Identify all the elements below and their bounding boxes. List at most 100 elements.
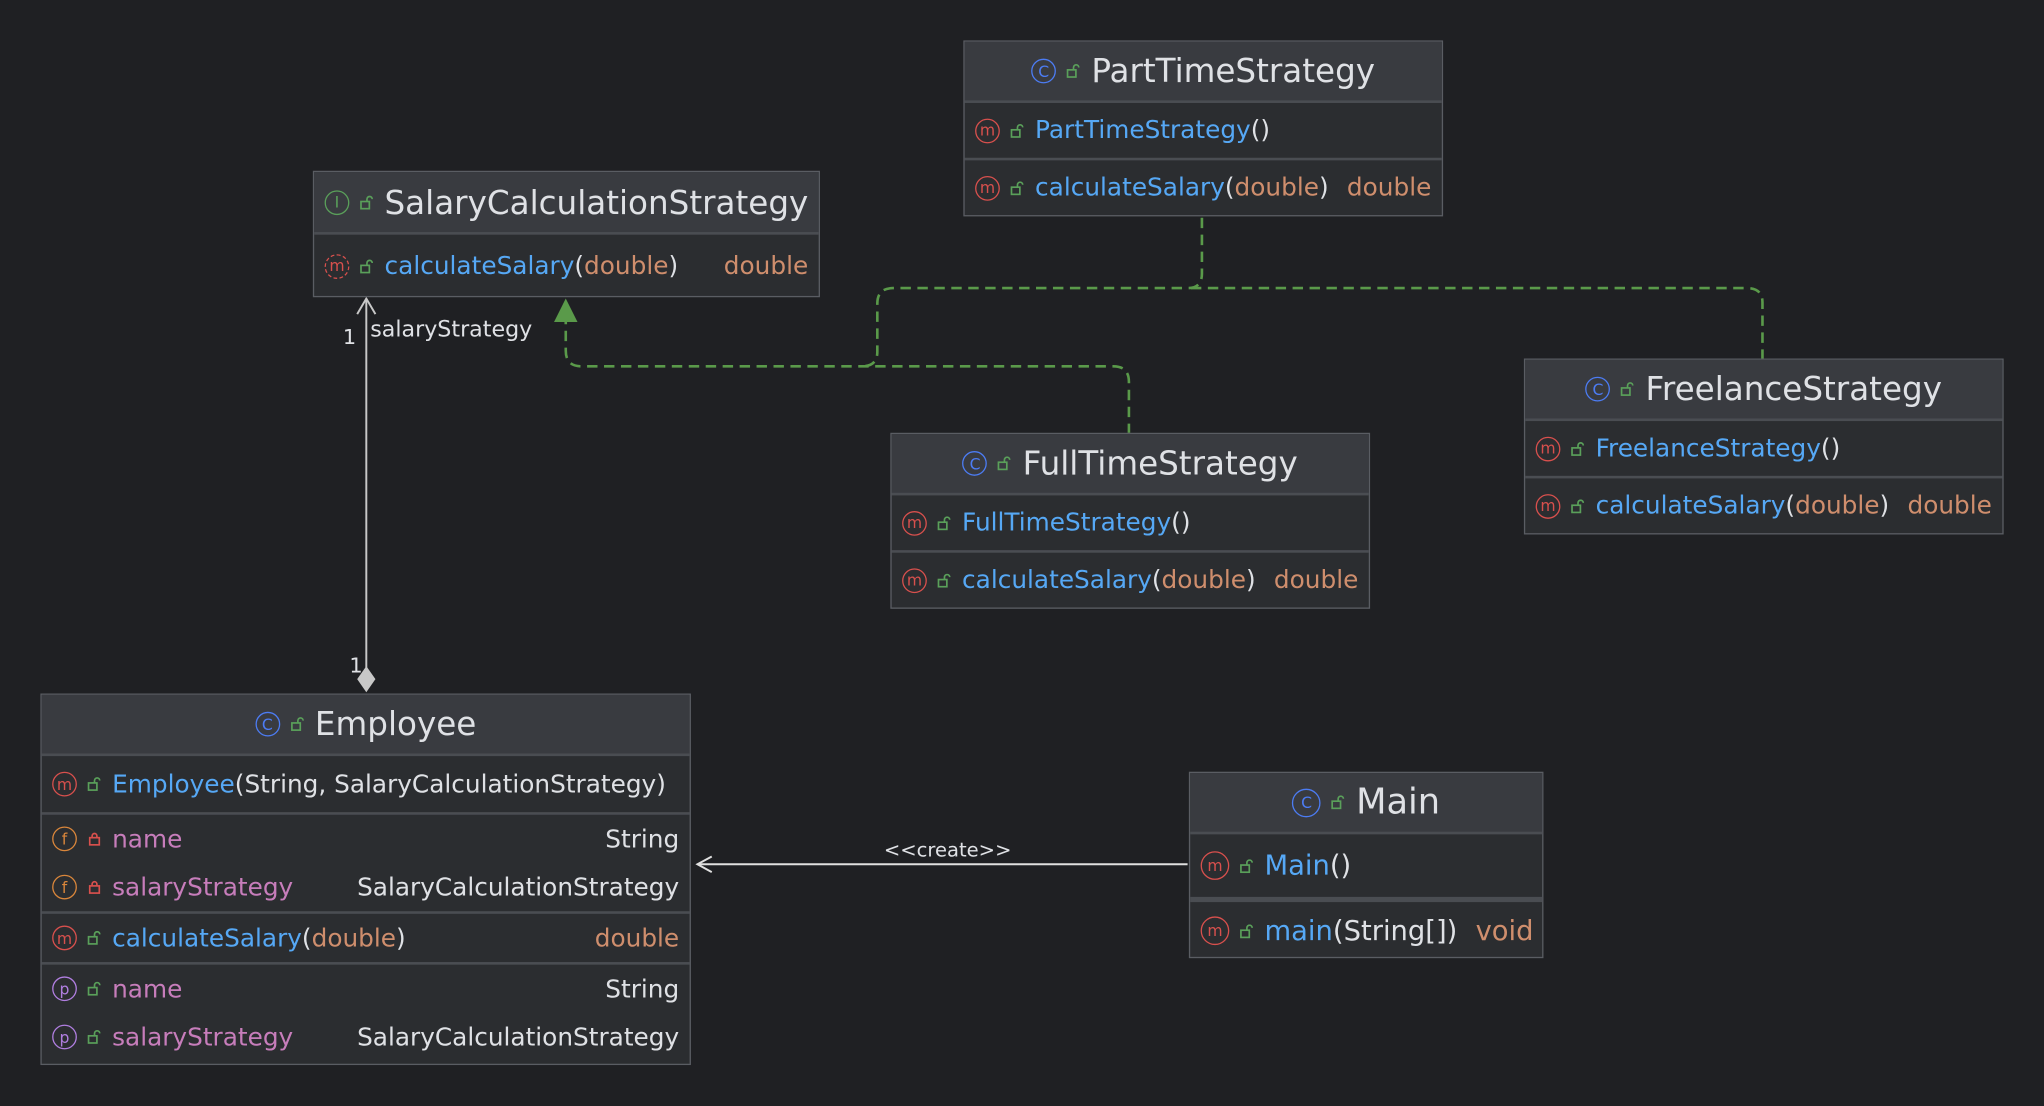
public-visibility-icon — [1621, 382, 1635, 396]
realization-edge-freelance — [1187, 286, 1764, 360]
private-lock-icon — [88, 880, 101, 894]
field-row[interactable]: f name String — [42, 815, 690, 863]
constructor-parens: () — [1171, 508, 1191, 538]
fields-section: f name String f salaryStrategy SalaryCal… — [41, 812, 690, 911]
constructor-name: Main — [1264, 849, 1330, 882]
constructor-parens: () — [1250, 116, 1271, 145]
property-row[interactable]: p salaryStrategy SalaryCalculationStrate… — [42, 1013, 690, 1061]
constructor-row[interactable]: m FullTimeStrategy() — [892, 495, 1369, 550]
runnable-class-icon: C — [1292, 788, 1321, 817]
abstract-method-icon: m — [324, 253, 350, 279]
method-row[interactable]: m calculateSalary(double) double — [964, 157, 1442, 215]
association-label: salaryStrategy — [370, 316, 533, 343]
constructor-parens: () — [1820, 434, 1841, 463]
constructor-name: PartTimeStrategy — [1035, 116, 1251, 145]
paren-open: ( — [1785, 491, 1796, 521]
private-lock-icon — [88, 832, 101, 846]
class-name: PartTimeStrategy — [1091, 52, 1376, 90]
paren-close: ) — [1245, 565, 1256, 595]
static-method-icon: m — [1200, 916, 1230, 946]
constructor-row[interactable]: m FreelanceStrategy() — [1525, 421, 2002, 476]
method-row[interactable]: m main(String[]) void — [1190, 896, 1543, 960]
property-name: salaryStrategy — [112, 1022, 294, 1052]
public-visibility-icon — [290, 717, 304, 731]
class-name: FullTimeStrategy — [1022, 444, 1298, 483]
method-name: calculateSalary — [384, 251, 575, 281]
method-icon: m — [1200, 851, 1230, 880]
constructor-row[interactable]: m PartTimeStrategy() — [965, 103, 1442, 158]
param-type: double — [1795, 491, 1880, 521]
property-type: String — [605, 974, 680, 1004]
property-icon: p — [52, 976, 77, 1002]
constructor-parens: () — [1329, 849, 1352, 882]
public-visibility-icon — [1010, 180, 1024, 195]
return-type: double — [1346, 173, 1432, 203]
realization-edge-parttime — [861, 217, 1204, 368]
class-header[interactable]: C FullTimeStrategy — [891, 434, 1369, 496]
constructor-row[interactable]: m Employee(String, SalaryCalculationStra… — [42, 756, 690, 812]
method-icon: m — [902, 510, 927, 536]
paren-open: ( — [1224, 173, 1235, 203]
paren-open: ( — [574, 251, 585, 281]
param-type: double — [311, 923, 397, 953]
class-header[interactable]: C Main — [1190, 773, 1543, 835]
class-header[interactable]: C FreelanceStrategy — [1525, 359, 2003, 422]
realization-edge-fulltime — [564, 320, 1131, 435]
constructor-row[interactable]: m Main() — [1190, 834, 1542, 897]
class-box-employee[interactable]: C Employee m Employee(String, SalaryCalc… — [40, 693, 691, 1066]
class-header[interactable]: C Employee — [41, 694, 690, 757]
class-box-main[interactable]: C Main m Main() m main(String[]) void — [1188, 771, 1544, 960]
public-visibility-icon — [360, 258, 374, 273]
method-row[interactable]: m calculateSalary(double) double — [1525, 475, 2003, 533]
param-type: double — [1161, 565, 1246, 595]
method-name: calculateSalary — [962, 565, 1152, 595]
class-icon: C — [1031, 58, 1057, 84]
association-arrowhead — [356, 296, 377, 315]
public-visibility-icon — [360, 195, 373, 209]
method-icon: m — [975, 117, 1000, 143]
class-header[interactable]: I SalaryCalculationStrategy — [314, 172, 819, 235]
class-box-salary-calculation-strategy[interactable]: I SalaryCalculationStrategy m calculateS… — [312, 170, 820, 298]
paren-open: ( — [1151, 565, 1162, 595]
method-icon: m — [975, 175, 1000, 201]
constructor-name: FreelanceStrategy — [1595, 434, 1821, 463]
realization-arrowhead — [554, 298, 578, 322]
class-name: FreelanceStrategy — [1645, 370, 1942, 409]
method-icon: m — [52, 771, 77, 797]
multiplicity-bottom: 1 — [349, 653, 363, 678]
public-visibility-icon — [1240, 923, 1253, 938]
class-box-freelance-strategy[interactable]: C FreelanceStrategy m FreelanceStrategy(… — [1523, 358, 2004, 535]
class-icon: C — [962, 451, 988, 476]
return-type: double — [723, 251, 809, 281]
class-box-full-time-strategy[interactable]: C FullTimeStrategy m FullTimeStrategy() … — [890, 432, 1371, 609]
constructor-name: FullTimeStrategy — [962, 508, 1172, 538]
method-name: calculateSalary — [1035, 173, 1225, 203]
method-row[interactable]: m calculateSalary(double) double — [41, 911, 690, 962]
method-icon: m — [1535, 493, 1561, 519]
public-visibility-icon — [87, 981, 101, 996]
public-visibility-icon — [1571, 441, 1585, 456]
property-icon: p — [52, 1024, 77, 1050]
class-box-part-time-strategy[interactable]: C PartTimeStrategy m PartTimeStrategy() … — [963, 40, 1444, 217]
paren-close: ) — [1318, 173, 1329, 203]
class-name: SalaryCalculationStrategy — [384, 183, 809, 221]
multiplicity-top: 1 — [342, 324, 357, 350]
field-type: String — [605, 824, 680, 854]
create-label: <<create>> — [883, 838, 1012, 862]
field-row[interactable]: f salaryStrategy SalaryCalculationStrate… — [42, 863, 690, 911]
interface-icon: I — [324, 189, 350, 215]
field-icon: f — [52, 826, 77, 852]
method-row[interactable]: m calculateSalary(double) double — [314, 235, 818, 298]
class-header[interactable]: C PartTimeStrategy — [964, 41, 1442, 103]
method-name: calculateSalary — [112, 923, 302, 953]
property-type: SalaryCalculationStrategy — [357, 1022, 680, 1052]
public-visibility-icon — [1066, 64, 1080, 78]
property-row[interactable]: p name String — [42, 965, 690, 1013]
field-name: name — [112, 824, 183, 854]
param-type: double — [584, 251, 669, 281]
class-name: Employee — [314, 705, 477, 744]
method-row[interactable]: m calculateSalary(double) double — [891, 550, 1369, 607]
return-type: double — [1273, 565, 1359, 595]
public-visibility-icon — [1571, 498, 1585, 513]
